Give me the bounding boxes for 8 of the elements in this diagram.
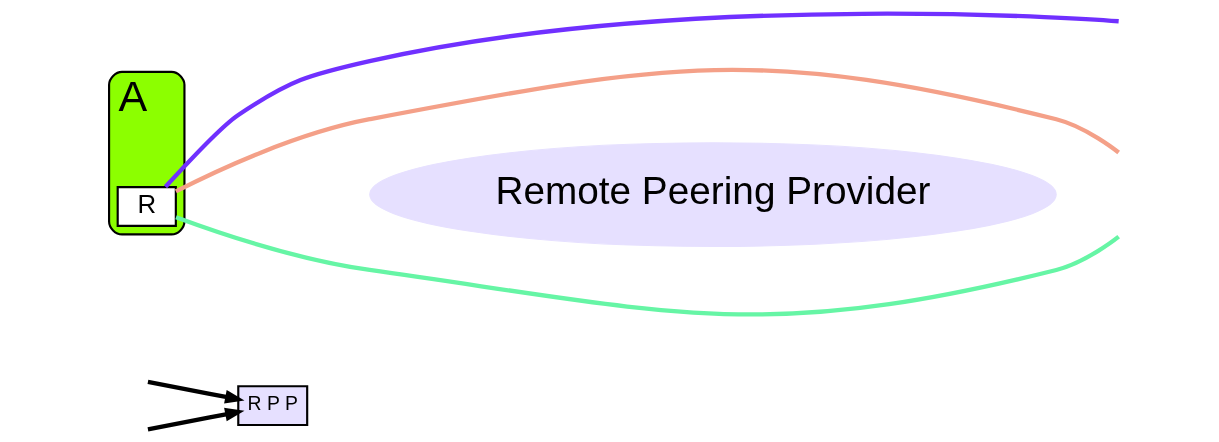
connector xyxy=(174,67,1120,193)
node-ellipse: Remote Peering Provider xyxy=(368,141,1057,247)
node-box: R xyxy=(116,185,177,227)
arrow xyxy=(147,407,244,431)
arrow xyxy=(147,379,244,403)
connector xyxy=(163,11,1119,188)
connector xyxy=(174,214,1120,316)
node-box: R P P xyxy=(236,384,308,426)
